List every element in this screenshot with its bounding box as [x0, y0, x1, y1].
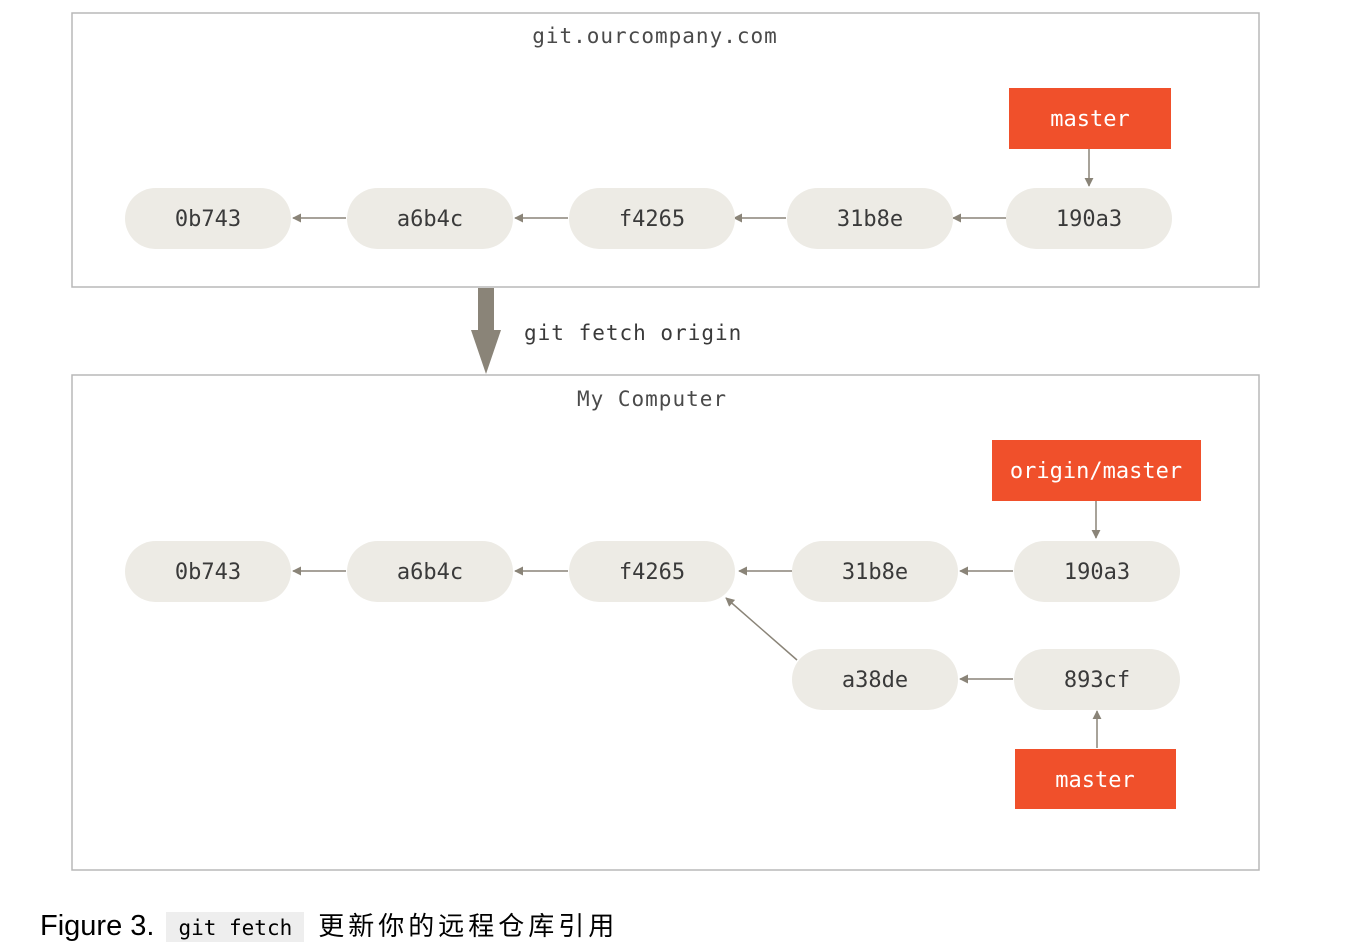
commit-label: a38de: [842, 668, 908, 693]
commit-label: 0b743: [175, 207, 241, 232]
figure-code: git fetch: [166, 912, 305, 942]
local-commit-f4265: f4265: [569, 541, 735, 602]
local-commit-893cf: 893cf: [1014, 649, 1180, 710]
fetch-arrow-shaft: [478, 288, 494, 332]
remote-commit-f4265: f4265: [569, 188, 735, 249]
figure-number: Figure 3.: [40, 910, 155, 942]
commit-label: 31b8e: [842, 560, 908, 585]
figure-text: 更新你的远程仓库引用: [318, 912, 619, 942]
remote-commit-a6b4c: a6b4c: [347, 188, 513, 249]
commit-label: 31b8e: [837, 207, 903, 232]
remote-commit-0b743: 0b743: [125, 188, 291, 249]
local-commit-0b743: 0b743: [125, 541, 291, 602]
local-repository: My Computer 0b743 a6b4c f4265 31b8e 19: [71, 374, 1260, 871]
local-edge-c6-c3: [725, 597, 798, 661]
local-ref-origin-master: origin/master: [992, 440, 1201, 501]
fetch-operation: git fetch origin: [471, 288, 742, 374]
commit-label: a6b4c: [397, 560, 463, 585]
commit-label: 190a3: [1056, 207, 1122, 232]
commit-label: a6b4c: [397, 207, 463, 232]
remote-repository: git.ourcompany.com 0b743 a6b4c f4265 31b…: [71, 12, 1260, 288]
commit-label: 0b743: [175, 560, 241, 585]
remote-commit-190a3: 190a3: [1006, 188, 1172, 249]
remote-commit-31b8e: 31b8e: [787, 188, 953, 249]
fetch-arrow-head: [471, 330, 501, 374]
local-commit-a38de: a38de: [792, 649, 958, 710]
ref-label: origin/master: [1010, 459, 1182, 484]
fetch-command-label: git fetch origin: [524, 321, 742, 345]
ref-label: master: [1050, 107, 1129, 132]
local-commit-a6b4c: a6b4c: [347, 541, 513, 602]
commit-label: 190a3: [1064, 560, 1130, 585]
remote-ref-master: master: [1009, 88, 1171, 149]
figure-caption: Figure 3. git fetch 更新你的远程仓库引用: [40, 906, 618, 946]
local-commit-31b8e: 31b8e: [792, 541, 958, 602]
local-ref-master: master: [1015, 749, 1176, 809]
commit-label: f4265: [619, 560, 685, 585]
ref-label: master: [1055, 768, 1134, 793]
local-title: My Computer: [577, 387, 727, 411]
remote-title: git.ourcompany.com: [532, 24, 778, 48]
local-commit-190a3: 190a3: [1014, 541, 1180, 602]
commit-label: 893cf: [1064, 668, 1130, 693]
commit-label: f4265: [619, 207, 685, 232]
